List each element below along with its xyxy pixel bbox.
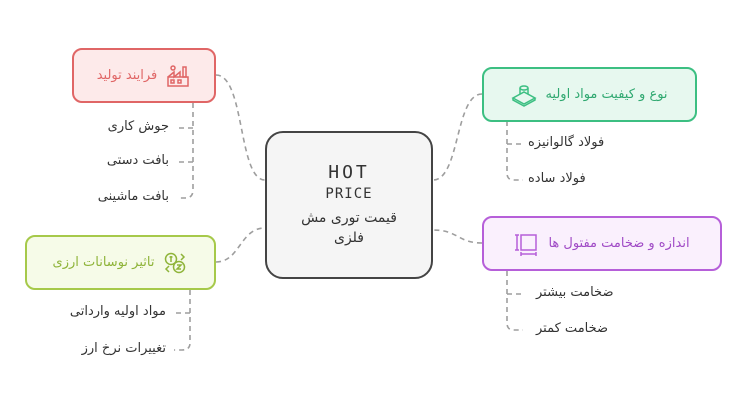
leaf-thicker[interactable]: ضخامت بیشتر: [536, 285, 614, 300]
branch-production-node[interactable]: فرایند تولید: [72, 48, 216, 103]
branch-material-node[interactable]: نوع و کیفیت مواد اولیه: [482, 67, 697, 122]
leaf-galvanized-steel[interactable]: فولاد گالوانیزه: [528, 135, 605, 150]
connector-material-leaves: [506, 121, 523, 181]
hot-price-logo-top: HOT: [328, 162, 370, 183]
central-topic-title: قیمت توری مش فلزی: [301, 210, 397, 246]
leaf-hand-weaving[interactable]: بافت دستی: [106, 153, 169, 168]
branch-material-label: نوع و کیفیت مواد اولیه: [545, 87, 668, 102]
currency-exchange-icon: [162, 250, 188, 276]
branch-size-label: اندازه و ضخامت مفتول ها: [548, 236, 690, 251]
leaf-plain-steel[interactable]: فولاد ساده: [528, 171, 586, 186]
connector-size: [432, 229, 483, 244]
connector-currency-leaves: [174, 290, 191, 351]
leaf-welding[interactable]: جوش کاری: [107, 119, 169, 134]
connector-currency: [215, 227, 266, 263]
connector-size-leaves: [506, 271, 523, 331]
branch-size-node[interactable]: اندازه و ضخامت مفتول ها: [482, 216, 722, 271]
connector-production-leaves: [177, 103, 194, 199]
leaf-machine-weaving[interactable]: بافت ماشینی: [97, 189, 169, 204]
leaf-imported-materials[interactable]: مواد اولیه وارداتی: [69, 304, 166, 319]
material-icon: [511, 82, 538, 108]
branch-currency-node[interactable]: تاثیر نوسانات ارزی: [25, 235, 216, 290]
factory-icon: [165, 63, 191, 89]
branch-production-label: فرایند تولید: [96, 68, 158, 83]
ruler-frame-icon: [514, 231, 540, 257]
connector-material: [432, 93, 483, 181]
connector-production: [215, 74, 266, 181]
leaf-thinner[interactable]: ضخامت کمتر: [536, 321, 609, 336]
branch-currency-label: تاثیر نوسانات ارزی: [52, 255, 155, 270]
central-topic-node[interactable]: HOT PRICE قیمت توری مش فلزی: [265, 131, 433, 279]
leaf-exchange-rate-changes[interactable]: تغییرات نرخ ارز: [81, 341, 166, 356]
hot-price-logo-bottom: PRICE: [325, 186, 373, 202]
